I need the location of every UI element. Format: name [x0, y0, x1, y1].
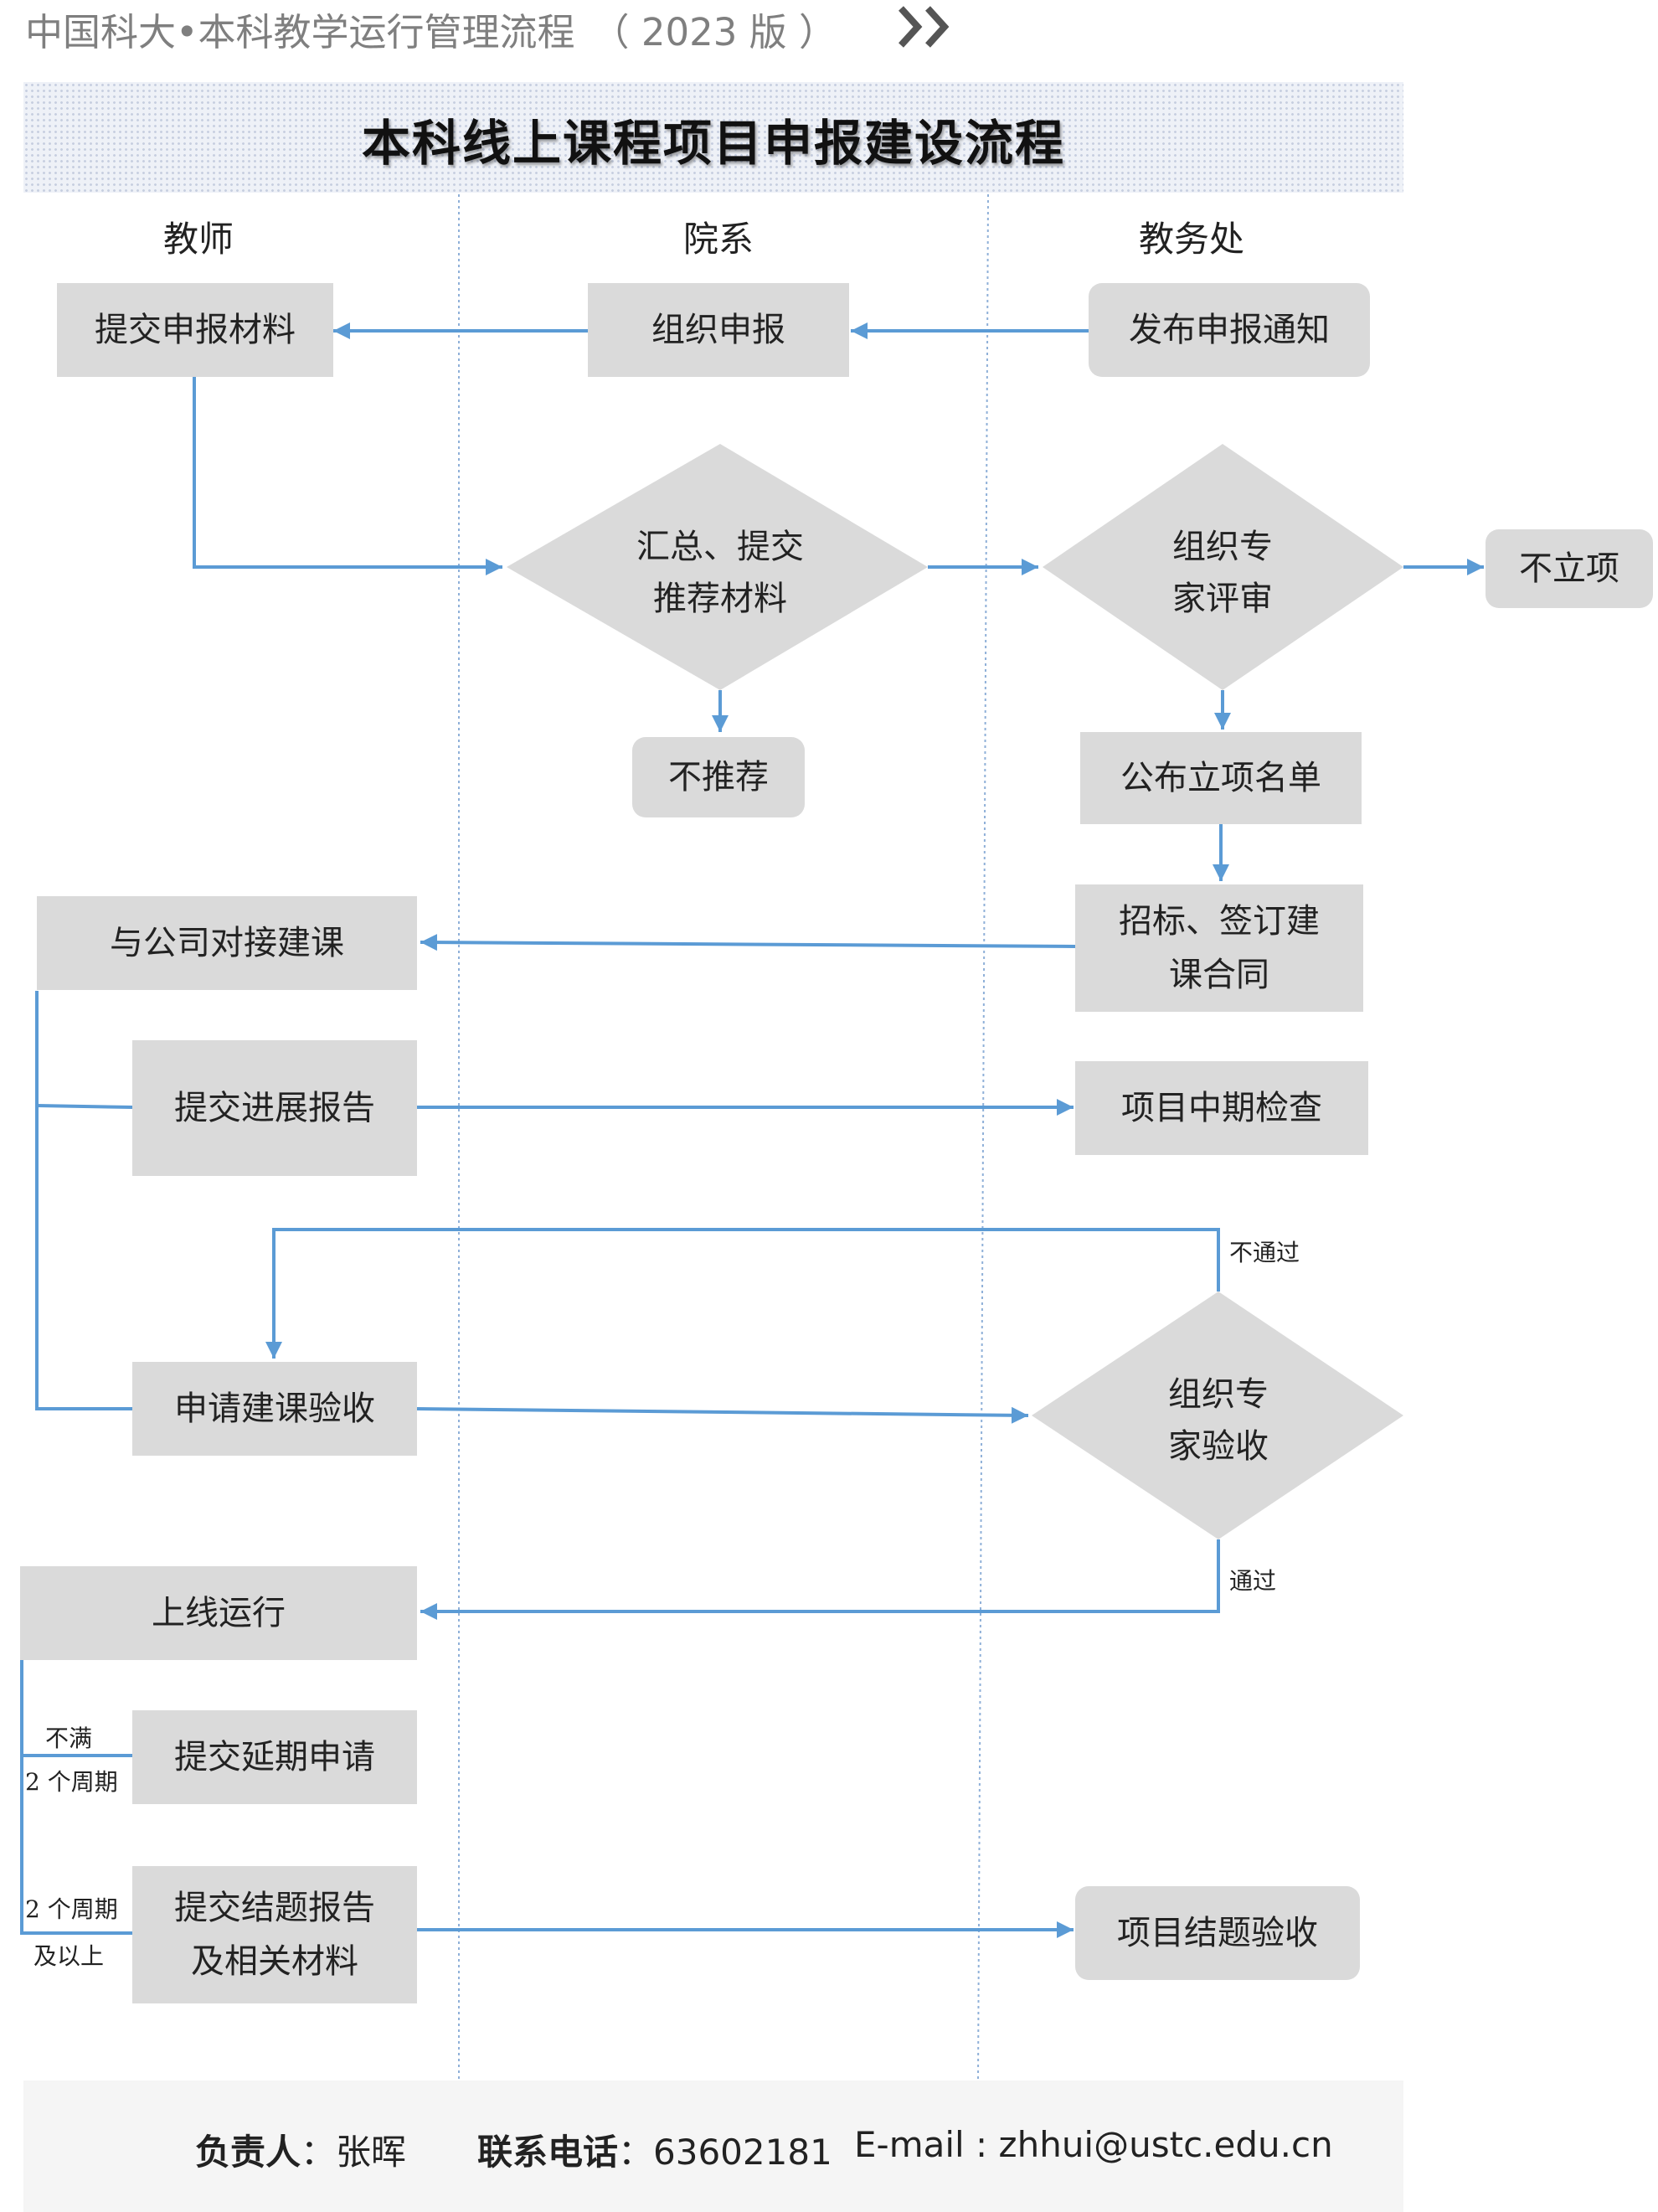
lane-academic-affairs: 教务处	[1139, 219, 1245, 260]
acceptance-line-2: 家验收	[1168, 1427, 1269, 1466]
extension-label: 提交延期申请	[174, 1738, 375, 1776]
lane-teacher: 教师	[163, 219, 234, 260]
lane-department: 院系	[683, 219, 754, 260]
apply-acceptance-label: 申请建课验收	[174, 1390, 375, 1428]
page-title: 本科线上课程项目申报建设流程	[361, 115, 1065, 172]
final-acceptance-label: 项目结题验收	[1117, 1914, 1318, 1952]
node-collect-submit: 汇总、提交 推荐材料	[586, 521, 854, 625]
lane-divider-2	[977, 193, 989, 2081]
node-expert-review: 组织专 家评审	[1089, 521, 1357, 625]
node-go-online: 上线运行	[20, 1566, 417, 1660]
node-midterm-check: 项目中期检查	[1075, 1061, 1368, 1155]
arrow-pass-to-online	[420, 1539, 1220, 1620]
arrow-submit-to-collect	[193, 377, 502, 575]
header-version: （ 2023 版 ）	[591, 10, 837, 54]
bracket-build-phase	[35, 991, 132, 1410]
arrow-apply-to-acceptance	[416, 1406, 1029, 1424]
tender-line-1: 招标、签订建	[1119, 902, 1320, 941]
edge-label-pass: 通过	[1229, 1567, 1277, 1595]
final-report-line-2: 及相关材料	[191, 1942, 358, 1981]
bracket-final-phase	[20, 1658, 132, 1935]
node-extension: 提交延期申请	[132, 1710, 417, 1804]
footer-email: E-mail : zhhui@ustc.edu.cn	[854, 2124, 1333, 2165]
node-not-recommended: 不推荐	[632, 737, 805, 817]
review-line-1: 组织专	[1172, 528, 1273, 566]
owner-label: 负责人	[195, 2132, 301, 2173]
not-approved-label: 不立项	[1519, 549, 1619, 588]
owner-value: ：张晖	[301, 2132, 407, 2173]
connector-to-progress	[36, 1104, 133, 1109]
node-apply-acceptance: 申请建课验收	[132, 1362, 417, 1456]
edge-label-over-two-1: 2 个周期	[25, 1895, 118, 1923]
diamond-expert-acceptance	[1032, 1292, 1403, 1539]
phone-label: 联系电话	[477, 2132, 619, 2173]
node-publish-notice: 发布申报通知	[1089, 283, 1370, 377]
tender-line-2: 课合同	[1169, 956, 1269, 994]
edge-label-under-two-1: 不满	[45, 1725, 93, 1752]
page-header: 中国科大•本科教学运行管理流程 （ 2023 版 ）	[25, 2, 837, 56]
node-not-approved: 不立项	[1486, 529, 1653, 608]
phone-value: ：63602181	[618, 2132, 832, 2173]
go-online-label: 上线运行	[152, 1594, 286, 1632]
midterm-check-label: 项目中期检查	[1121, 1089, 1322, 1127]
footer-owner: 负责人：张晖	[195, 2124, 406, 2175]
edge-label-over-two-2: 及以上	[33, 1942, 105, 1970]
edge-label-fail: 不通过	[1229, 1239, 1300, 1266]
final-report-line-1: 提交结题报告	[174, 1889, 375, 1927]
progress-report-label: 提交进展报告	[174, 1089, 375, 1127]
submit-materials-label: 提交申报材料	[95, 311, 296, 349]
arrow-fail-loop	[265, 1228, 1220, 1359]
collect-line-1: 汇总、提交	[636, 528, 804, 566]
node-publish-list: 公布立项名单	[1080, 732, 1362, 824]
title-band: 本科线上课程项目申报建设流程	[23, 82, 1403, 193]
review-line-2: 家评审	[1172, 580, 1273, 618]
edge-label-under-two-2: 2 个周期	[25, 1768, 118, 1796]
node-tender-contract: 招标、签订建 课合同	[1075, 884, 1363, 1012]
node-final-report: 提交结题报告 及相关材料	[132, 1866, 417, 2003]
acceptance-line-1: 组织专	[1168, 1375, 1269, 1414]
node-organize-application: 组织申报	[588, 283, 849, 377]
node-expert-acceptance: 组织专 家验收	[1084, 1369, 1352, 1472]
node-final-acceptance: 项目结题验收	[1075, 1886, 1360, 1980]
node-submit-materials: 提交申报材料	[57, 283, 333, 377]
not-recommended-label: 不推荐	[668, 758, 769, 797]
contact-footer: 负责人：张晖 联系电话：63602181 E-mail : zhhui@ustc…	[23, 2081, 1403, 2212]
arrow-tender-to-company	[420, 934, 1076, 951]
header-text: 中国科大•本科教学运行管理流程	[25, 10, 575, 54]
company-build-label: 与公司对接建课	[110, 924, 344, 962]
diamond-expert-review	[1043, 444, 1403, 690]
node-company-build: 与公司对接建课	[37, 896, 417, 990]
double-chevron-right-icon	[899, 6, 950, 48]
diamond-collect-submit	[507, 444, 928, 690]
publish-notice-label: 发布申报通知	[1129, 311, 1330, 349]
publish-list-label: 公布立项名单	[1120, 759, 1321, 797]
organize-application-label: 组织申报	[651, 311, 785, 349]
node-progress-report: 提交进展报告	[132, 1040, 417, 1176]
footer-phone: 联系电话：63602181	[477, 2124, 832, 2175]
collect-line-2: 推荐材料	[653, 580, 787, 618]
